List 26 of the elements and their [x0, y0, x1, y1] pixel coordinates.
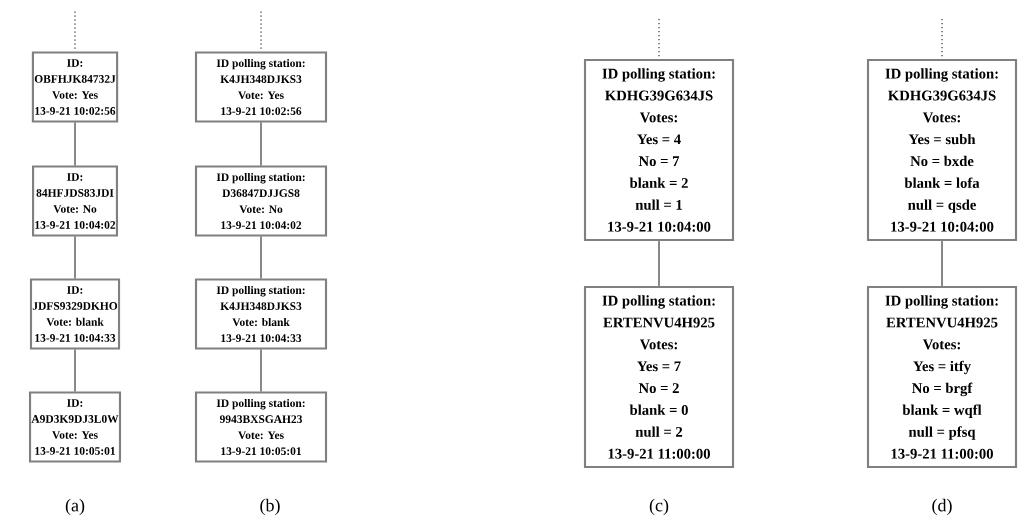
record-box: ID: JDFS9329DKHO Vote: blank 13-9-21 10:04:33: [29, 278, 121, 350]
connector-line: [74, 122, 76, 166]
connector-line: [260, 236, 262, 279]
dotted-line: [260, 10, 262, 52]
panel-label: (d): [932, 498, 952, 516]
record-box: ID polling station: D36847DJJGS8 Vote: No 13-9-21 10:04:02: [194, 165, 328, 237]
record-box: ID: 84HFJDS83JDI Vote: No 13-9-21 10:04:02: [32, 165, 118, 237]
connector-line: [658, 240, 660, 287]
connector-line: [941, 240, 943, 287]
record-box: ID polling station: 9943BXSGAH23 Vote: Yes 13-9-21 10:05:01: [194, 391, 328, 463]
record-box: ID polling station: ERTENVU4H925 Votes: Yes = itfy No = brgf blank = wqfl null = pfsq 13-9-21 11:00:00: [866, 285, 1018, 469]
record-box: ID polling station: KDHG39G634JS Votes: Yes = subh No = bxde blank = lofa null = qsde 13-9-21 10:04:00: [866, 58, 1018, 242]
record-box: ID polling station: K4JH348DJKS3 Vote: blank 13-9-21 10:04:33: [194, 278, 328, 350]
panel-label: (a): [65, 498, 85, 516]
record-box: ID: A9D3K9DJ3L0W Vote: Yes 13-9-21 10:05:01: [28, 391, 122, 463]
panel-label: (b): [260, 498, 280, 516]
record-box: ID: OBFHJK84732J Vote: Yes 13-9-21 10:02:56: [31, 51, 119, 123]
record-box: ID polling station: ERTENVU4H925 Votes: Yes = 7 No = 2 blank = 0 null = 2 13-9-21 11:00:00: [583, 285, 735, 469]
panel-label: (c): [649, 498, 669, 516]
connector-line: [260, 349, 262, 392]
connector-line: [260, 122, 262, 166]
dotted-line: [74, 10, 76, 52]
connector-line: [74, 349, 76, 392]
record-box: ID polling station: K4JH348DJKS3 Vote: Yes 13-9-21 10:02:56: [194, 51, 328, 123]
connector-line: [74, 236, 76, 279]
record-box: ID polling station: KDHG39G634JS Votes: Yes = 4 No = 7 blank = 2 null = 1 13-9-21 10:04:00: [583, 58, 735, 242]
